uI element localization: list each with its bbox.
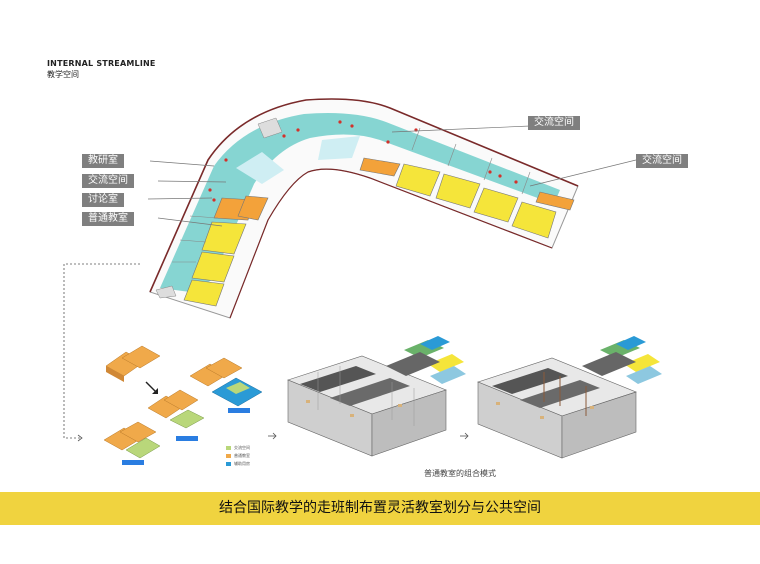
interior-model-a — [287, 355, 447, 457]
label-classroom: 普通教室 — [82, 212, 134, 226]
label-exchange-space-left: 交流空间 — [82, 174, 134, 188]
label-exchange-space-top: 交流空间 — [528, 116, 580, 130]
label-discussion-room: 讨论室 — [82, 193, 124, 207]
label-teaching-research-room: 教研室 — [82, 154, 124, 168]
combination-caption: 普通教室的组合模式 — [424, 469, 496, 478]
label-leaders — [147, 125, 637, 227]
plan-mini-a — [386, 336, 466, 384]
left-wing-classrooms — [183, 195, 269, 307]
plan-mini-b — [582, 336, 662, 384]
section-title-zh: 教学空间 — [47, 70, 79, 79]
legend-classroom-text: 普通教室 — [234, 453, 250, 458]
bottom-banner — [0, 492, 760, 525]
right-wing-classrooms — [359, 157, 575, 239]
interior-model-b — [477, 357, 637, 459]
banner-title: 结合国际教学的走班制布置灵活教室划分与公共空间 — [219, 500, 541, 516]
legend-swatches — [226, 446, 231, 466]
legend-auxiliary-text: 辅助用房 — [234, 461, 250, 466]
legend-exchange-text: 交流空间 — [234, 445, 250, 450]
legend-exchange: 交流空间 — [234, 445, 250, 451]
flow-connector — [63, 263, 469, 442]
section-title-en: INTERNAL STREAMLINE — [47, 59, 156, 68]
building-plan — [149, 98, 579, 319]
label-exchange-space-right: 交流空间 — [636, 154, 688, 168]
legend-auxiliary: 辅助用房 — [234, 461, 250, 467]
block-combinations — [103, 345, 263, 465]
legend-classroom: 普通教室 — [234, 453, 250, 459]
